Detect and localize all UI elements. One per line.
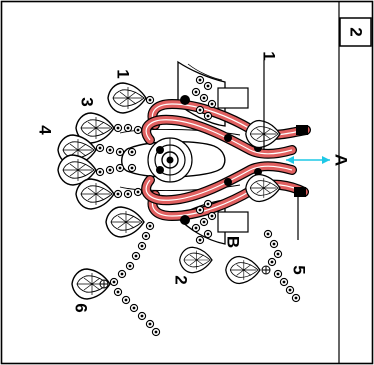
crystal-pendant-icon xyxy=(245,119,281,149)
crystal-pendant-icon xyxy=(107,82,147,114)
crystal-pendant-icon xyxy=(105,206,145,238)
arm-joints xyxy=(156,95,262,225)
leader-lines xyxy=(263,60,299,240)
candle-arm-upper xyxy=(141,98,311,159)
crystal-pendant-icon xyxy=(75,178,115,210)
chain-connectors xyxy=(99,265,271,289)
view-arrow-icon xyxy=(286,156,330,164)
callout-1-left: 1 xyxy=(114,69,133,78)
callout-5: 5 xyxy=(290,265,309,274)
sheet-number-box xyxy=(339,17,372,47)
callout-2: 2 xyxy=(172,275,191,284)
candle-arm-lower xyxy=(141,161,309,222)
callout-6: 6 xyxy=(72,303,91,312)
crystal-pendant-icon xyxy=(179,246,213,274)
callout-4: 4 xyxy=(36,125,55,135)
callout-1-top: 1 xyxy=(260,51,279,60)
sheet-number: 2 xyxy=(347,27,366,36)
callout-3: 3 xyxy=(78,97,97,106)
crystal-pendant-icon xyxy=(245,173,281,203)
callout-B: B xyxy=(224,236,243,248)
crystal-pendant-icon xyxy=(225,255,261,285)
callout-A: A xyxy=(332,154,351,166)
